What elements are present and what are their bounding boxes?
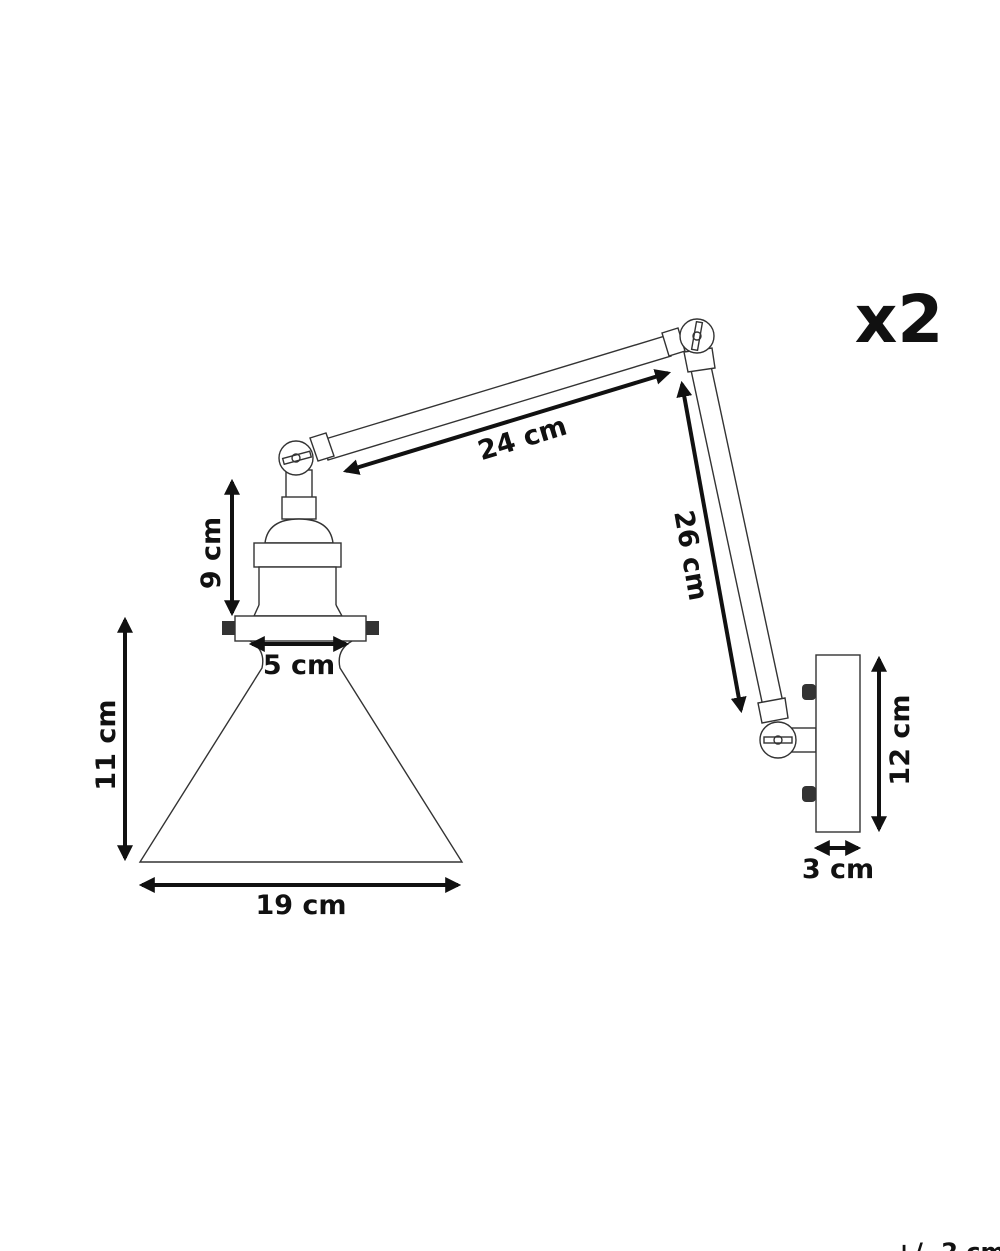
wall-plate <box>802 654 861 833</box>
dimension-arrows <box>117 369 887 893</box>
joint-top <box>679 318 715 354</box>
wall-plate-height-label: 12 cm <box>885 694 916 785</box>
lamp-drawing <box>138 318 861 863</box>
lower-arm-arrow <box>676 380 747 714</box>
shade-height-label: 11 cm <box>91 699 122 790</box>
socket-height-label: 9 cm <box>196 517 227 589</box>
shade-top-width-label: 5 cm <box>263 650 335 681</box>
quantity-label: x2 <box>855 281 944 358</box>
tolerance-label: +/- 2 cm <box>894 1238 1000 1251</box>
joint-left <box>278 440 314 503</box>
upper-arm-arrow <box>342 369 672 475</box>
shade-bottom-width-label: 19 cm <box>255 890 346 921</box>
joint-bottom <box>759 721 817 759</box>
lamp-socket <box>222 496 379 642</box>
wall-plate-depth-label: 3 cm <box>802 854 874 885</box>
